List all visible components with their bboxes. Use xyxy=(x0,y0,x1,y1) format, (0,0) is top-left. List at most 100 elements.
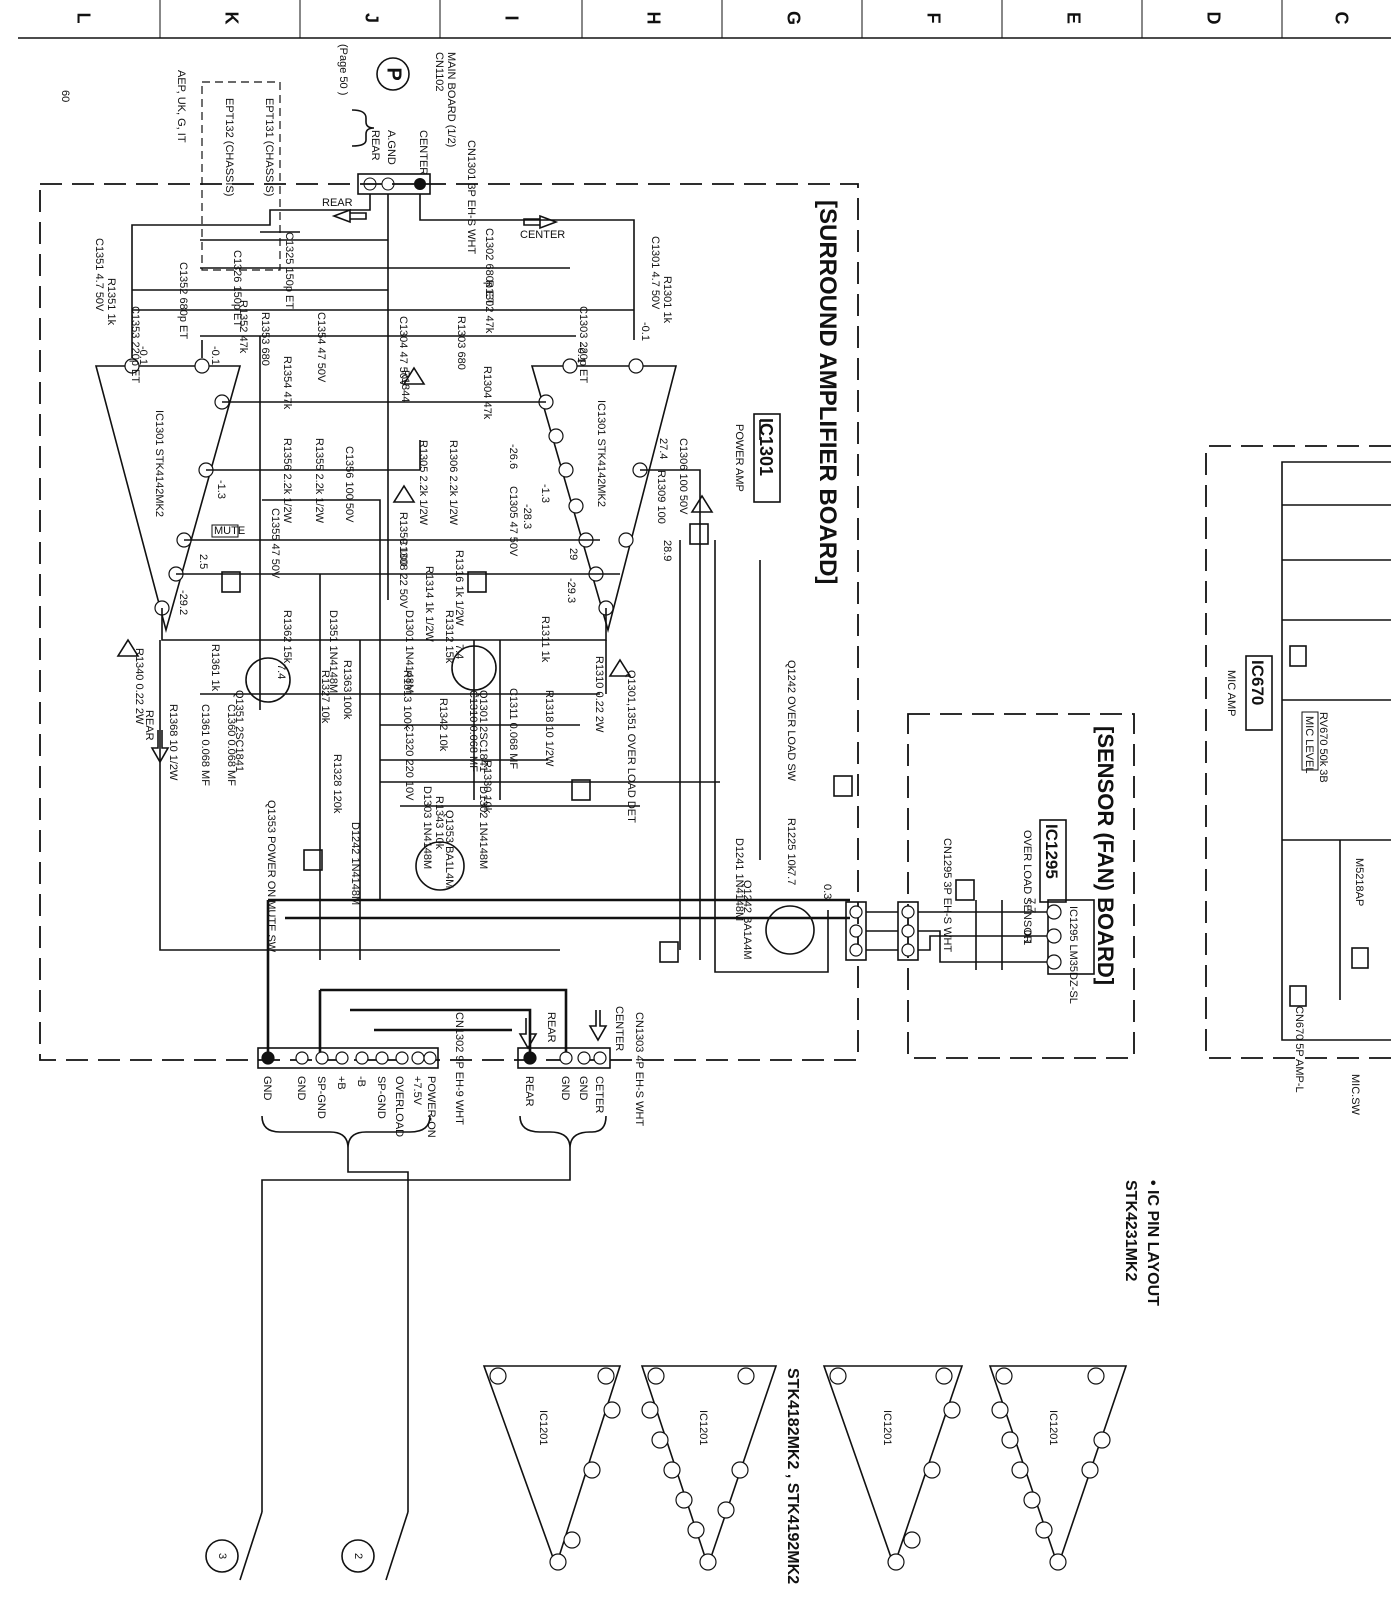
components_right-38: C1325 150p ET xyxy=(283,232,295,309)
voltages-12: -29.3 xyxy=(565,578,577,603)
rv670-label: RV670 50k 3B xyxy=(1317,712,1329,783)
cn1303-pin-4: CETER xyxy=(593,1076,605,1113)
pin-circle xyxy=(603,1401,621,1419)
cn1295-label: CN1295 3P EH-S WHT xyxy=(941,838,953,952)
pin-circle xyxy=(829,1367,847,1385)
pin-circle xyxy=(737,1367,755,1385)
ic670-function: MIC AMP xyxy=(1225,670,1237,716)
components_right-0: C1301 4.7 50V xyxy=(649,236,661,310)
components_right-8: R1344 xyxy=(399,370,411,402)
pin-ic-triangle-2 xyxy=(640,1365,778,1569)
pin-layout-part-a: STK4231MK2 xyxy=(1122,1180,1139,1281)
cn1302-pin-7: OVERLOAD xyxy=(393,1076,405,1137)
voltages-0: -0.1 xyxy=(137,346,149,365)
col-J: J xyxy=(361,13,381,23)
col-D: D xyxy=(1203,12,1223,25)
voltages-3: -0.1 xyxy=(639,322,651,341)
components_left-9: R1355 2.2k 1/2W xyxy=(313,438,325,524)
components_right-7: R1304 47k xyxy=(481,366,493,420)
arrow-rear-top: REAR xyxy=(322,197,353,209)
components_right-12: R1359 100 xyxy=(397,512,409,566)
ic1301-function: POWER AMP xyxy=(733,424,745,492)
components_left-16: R1363 100k xyxy=(341,660,353,720)
components_right-20: R1311 1k xyxy=(539,616,551,663)
components_right-9: R1305 2.2k 1/2W xyxy=(417,440,429,526)
pin-circle xyxy=(489,1367,507,1385)
pin-circle xyxy=(1001,1431,1019,1449)
cn1303-pin-2: GND xyxy=(559,1076,571,1101)
pin-circle xyxy=(651,1431,669,1449)
q1301-transistor xyxy=(451,645,497,691)
components_right-36: D1241 1N4148M xyxy=(733,838,745,921)
ic1301-box-label: IC1301 xyxy=(756,418,776,476)
pin-circle xyxy=(687,1521,705,1539)
components_right-34: D1242 1N4148M xyxy=(349,822,361,905)
pin-ic-label-4: IC1201 xyxy=(1047,1410,1059,1445)
pin-circle xyxy=(1081,1461,1099,1479)
ic-pin-layout: • IC PIN LAYOUT STK4231MK2 STK4182MK2 , … xyxy=(482,1180,1161,1584)
pin-circle xyxy=(943,1401,961,1419)
voltages-9: 29 xyxy=(567,548,579,560)
cn1301-pin-center: CENTER xyxy=(417,130,429,175)
arrow-center-bottom: CENTER xyxy=(613,1006,625,1051)
components_right-19: R1312 15k xyxy=(443,610,455,664)
voltages-8: 27.4 xyxy=(657,438,669,459)
pin-circle xyxy=(647,1367,665,1385)
voltages-13: -29.2 xyxy=(177,590,189,615)
q1242-transistor xyxy=(765,905,815,955)
pin-circles xyxy=(489,1367,1111,1571)
mic-board-outline xyxy=(1205,445,1391,1059)
cn1301-pin-agnd: A.GND xyxy=(385,130,397,165)
chassis-ept132: EPT132 (CHASSIS) xyxy=(223,98,235,196)
components_left-19: R1368 10 1/2W xyxy=(167,704,179,781)
cn1301-block xyxy=(357,173,431,195)
components_left-12: R1362 15k xyxy=(281,610,293,664)
cn1302-pin-8: +7.5V xyxy=(411,1076,423,1106)
ic1295-box-label: IC1295 xyxy=(1042,824,1061,879)
q1351-transistor xyxy=(245,657,291,703)
components_left-6: C1354 47 50V xyxy=(315,312,327,383)
voltages-6: -28.3 xyxy=(521,504,533,529)
components_left-1: R1351 1k xyxy=(105,278,117,326)
pin-circle xyxy=(903,1531,921,1549)
ic1295-part: IC1295 LM35DZ-SL xyxy=(1067,906,1079,1004)
components_right-23: Q1301 2SC1841 xyxy=(477,690,489,772)
components_right-25: C1311 0.068 MF xyxy=(507,688,519,769)
components_left-7: R1354 47k xyxy=(281,356,293,410)
q1353-transistor xyxy=(415,841,465,891)
voltages-5: -1.3 xyxy=(215,480,227,499)
ic1301-left-label: IC1301 STK4142MK2 xyxy=(153,410,165,517)
cn1302-pin-2: GND xyxy=(295,1076,307,1101)
components_right-5: R1303 680 xyxy=(455,316,467,370)
components_left-15: R1340 0.22 2W xyxy=(133,648,145,725)
cn1302-pin-1: GND xyxy=(261,1076,273,1101)
surround-amplifier-board: [SURROUND AMPLIFIER BOARD] IC1301 POWER … xyxy=(39,130,859,1138)
origin-note: P MAIN BOARD (1/2) CN1102 (Page 50 ) xyxy=(337,44,457,147)
pin-layout-title: • IC PIN LAYOUT xyxy=(1144,1180,1161,1306)
components_left-10: C1356 100 50V xyxy=(343,446,355,523)
ic1301-left-triangle xyxy=(94,365,242,634)
pin-circle xyxy=(563,1531,581,1549)
voltages-1: -0.1 xyxy=(209,346,221,365)
pin-circle xyxy=(597,1367,615,1385)
origin-brace xyxy=(351,109,375,147)
pin-ic-triangle-3 xyxy=(822,1365,964,1569)
pin-circle xyxy=(549,1553,567,1571)
voltage-labels: -0.1-0.1-0.1-0.1-26.6-1.3-28.3-1.327.429… xyxy=(137,322,1037,945)
mic-switch-label: MIC.SW xyxy=(1349,1074,1361,1116)
mic-amp-board: IC670 MIC AMP MIC LEVEL RV670 50k 3B M52… xyxy=(1205,445,1391,1116)
components_right-14: R1309 100 xyxy=(655,470,667,524)
brace-right xyxy=(519,1115,607,1149)
voltages-11: 2.5 xyxy=(197,554,209,569)
arrow-rear-bottom: REAR xyxy=(545,1012,557,1043)
cn1301-pin-rear: REAR xyxy=(369,130,381,161)
cn1303-pin-3: GND xyxy=(577,1076,589,1101)
col-K: K xyxy=(221,12,241,25)
pin-layout-part-b: STK4182MK2 , STK4192MK2 xyxy=(784,1368,801,1584)
ic1295-function: OVER LOAD SENSOR xyxy=(1021,830,1033,944)
cn1302-pin-3: SP-GND xyxy=(315,1076,327,1119)
cn1303-pin-1: REAR xyxy=(523,1076,535,1107)
components_right-29: R1330 10k xyxy=(481,760,493,814)
